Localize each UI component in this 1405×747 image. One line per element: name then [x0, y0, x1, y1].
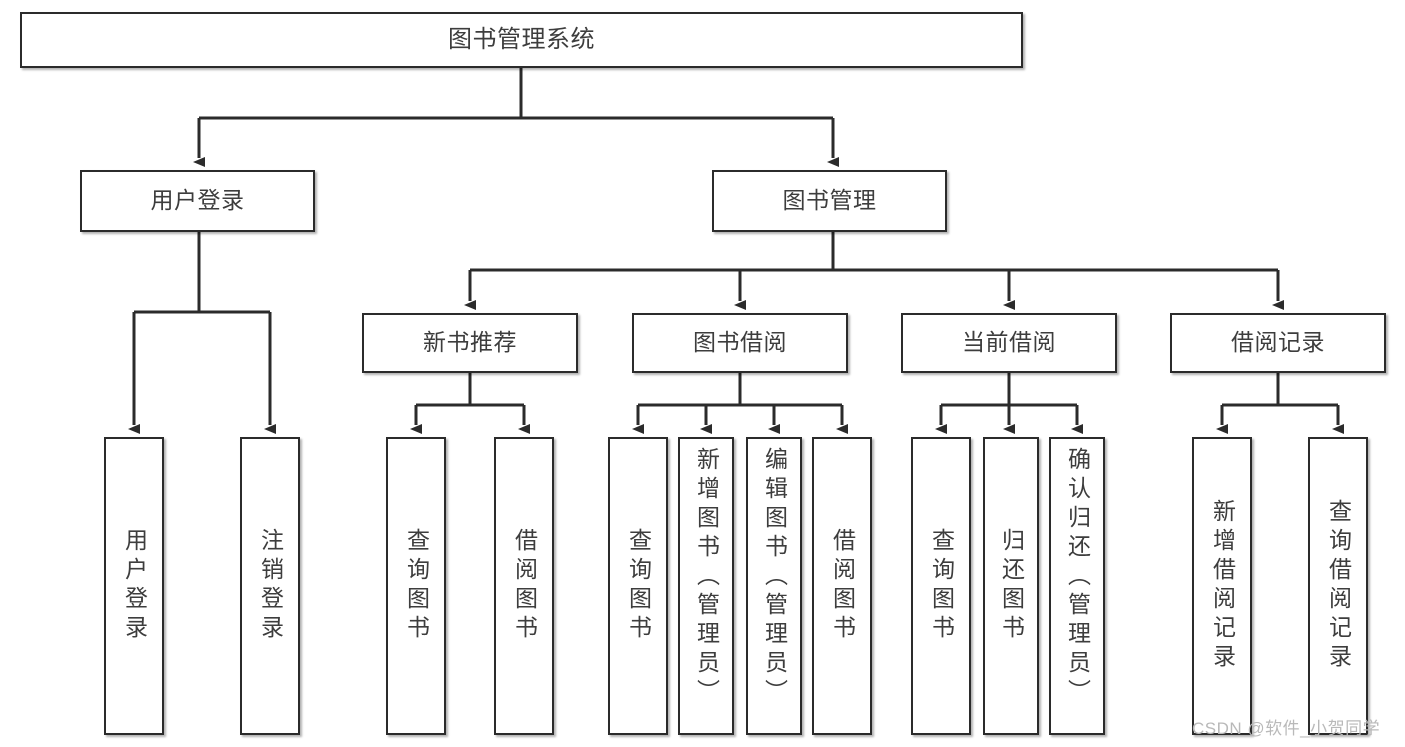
node-label: 查询借阅记录	[1325, 499, 1352, 673]
node-label: 确认归还（管理员）	[1064, 447, 1091, 708]
node-label: 新书推荐	[423, 329, 517, 356]
node-root-book-management-system[interactable]: 图书管理系统	[20, 12, 1023, 68]
leaf-book-borrow-borrow[interactable]: 借阅图书	[812, 437, 872, 735]
node-label: 编辑图书（管理员）	[761, 447, 788, 708]
node-label: 查询图书	[403, 528, 430, 644]
node-label: 用户登录	[150, 187, 245, 214]
leaf-user-login-logout[interactable]: 注销登录	[240, 437, 300, 735]
node-label: 查询图书	[928, 528, 955, 644]
leaf-book-borrow-query[interactable]: 查询图书	[608, 437, 668, 735]
node-book-management[interactable]: 图书管理	[712, 170, 947, 232]
leaf-borrow-record-query[interactable]: 查询借阅记录	[1308, 437, 1368, 735]
node-label: 用户登录	[121, 528, 148, 644]
node-borrow-record[interactable]: 借阅记录	[1170, 313, 1386, 373]
node-label: 借阅图书	[511, 528, 538, 644]
node-label: 新增图书（管理员）	[693, 447, 720, 708]
node-label: 图书管理系统	[448, 26, 595, 54]
node-label: 借阅记录	[1231, 329, 1325, 356]
node-label: 图书管理	[782, 187, 877, 214]
node-label: 注销登录	[257, 528, 284, 644]
leaf-current-borrow-query[interactable]: 查询图书	[911, 437, 971, 735]
leaf-user-login-login[interactable]: 用户登录	[104, 437, 164, 735]
leaf-new-book-query[interactable]: 查询图书	[386, 437, 446, 735]
node-label: 当前借阅	[962, 329, 1056, 356]
node-label: 图书借阅	[693, 329, 787, 356]
node-user-login[interactable]: 用户登录	[80, 170, 315, 232]
leaf-current-borrow-return[interactable]: 归还图书	[983, 437, 1039, 735]
node-current-borrow[interactable]: 当前借阅	[901, 313, 1117, 373]
leaf-book-borrow-edit-admin[interactable]: 编辑图书（管理员）	[746, 437, 802, 735]
leaf-borrow-record-add[interactable]: 新增借阅记录	[1192, 437, 1252, 735]
leaf-current-borrow-confirm-admin[interactable]: 确认归还（管理员）	[1049, 437, 1105, 735]
node-new-book-recommend[interactable]: 新书推荐	[362, 313, 578, 373]
leaf-new-book-borrow[interactable]: 借阅图书	[494, 437, 554, 735]
node-label: 借阅图书	[829, 528, 856, 644]
csdn-watermark: CSDN @软件_小贺同学	[1192, 719, 1381, 738]
node-label: 归还图书	[998, 528, 1025, 644]
node-label: 新增借阅记录	[1209, 499, 1236, 673]
leaf-book-borrow-add-admin[interactable]: 新增图书（管理员）	[678, 437, 734, 735]
node-label: 查询图书	[625, 528, 652, 644]
node-book-borrow[interactable]: 图书借阅	[632, 313, 848, 373]
